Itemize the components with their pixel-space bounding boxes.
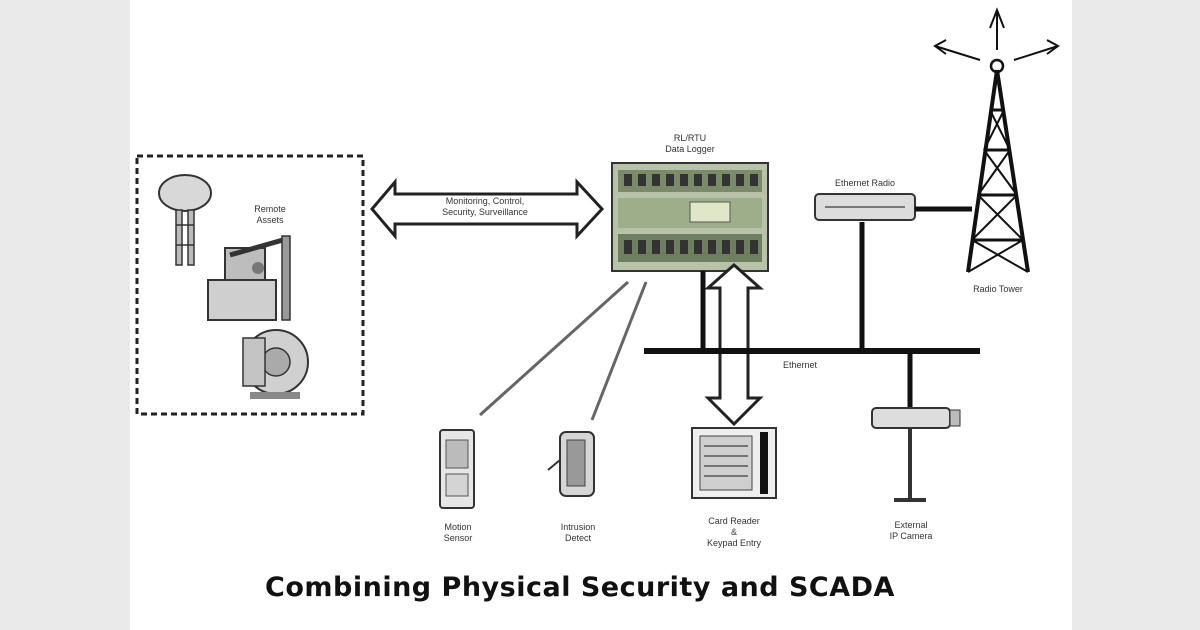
water-tower-icon [158,174,212,266]
monitoring-link-label: Monitoring, Control, Security, Surveilla… [442,196,528,217]
vertical-double-arrow [704,262,764,427]
motion-sensor-label: Motion Sensor [443,522,473,543]
pump-jack-icon [207,235,291,321]
card-reader-label: Card Reader & Keypad Entry [706,516,762,548]
ip-camera-label: External IP Camera [889,520,933,541]
card-reader-device [691,427,777,499]
right-margin [1072,0,1200,630]
radio-tower-label: Radio Tower [973,284,1023,294]
radio-tower-icon [933,7,1060,273]
data-logger-label: RL/RTU Data Logger [665,133,715,154]
remote-assets-label: Remote Assets [254,204,286,225]
ip-camera-device [871,407,961,502]
intrusion-detect-link [590,281,648,421]
ethernet-radio-device [814,193,916,221]
blower-icon [242,329,309,399]
motion-sensor-device [439,429,475,509]
intrusion-detect-label: Intrusion Detect [560,522,596,543]
intrusion-detect-device [547,431,595,497]
monitoring-double-arrow [370,177,605,241]
remote-assets-box [135,154,365,416]
ethernet-radio-label: Ethernet Radio [834,178,896,188]
data-logger-device [611,162,769,272]
ethernet-label: Ethernet [782,360,818,370]
motion-sensor-link [478,280,630,417]
diagram-title: Combining Physical Security and SCADA [265,572,895,603]
left-margin [0,0,130,630]
